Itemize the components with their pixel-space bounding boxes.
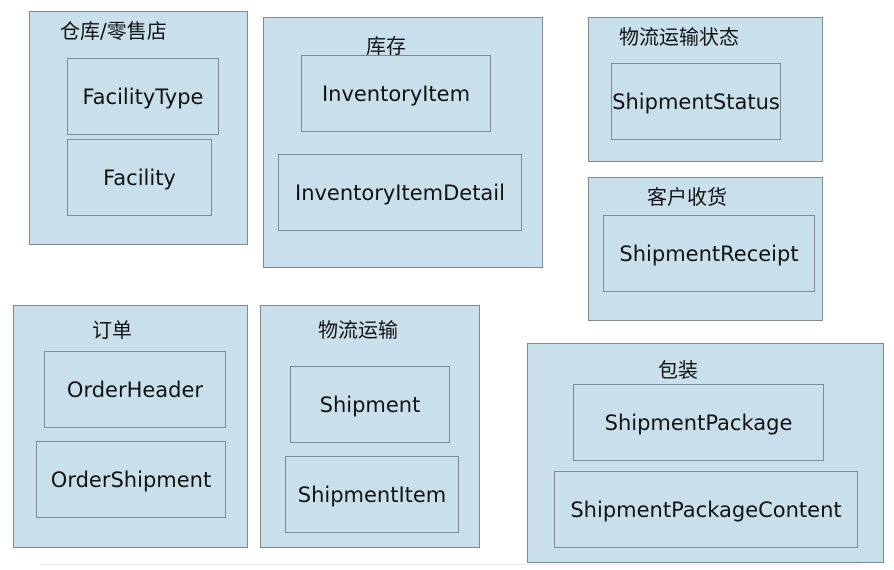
group-inventory: 库存 InventoryItem InventoryItemDetail bbox=[263, 17, 543, 268]
entity-order-header: OrderHeader bbox=[44, 351, 226, 428]
group-title-shipment-status: 物流运输状态 bbox=[619, 25, 739, 49]
entity-facility: Facility bbox=[67, 139, 212, 216]
group-customer-receipt: 客户收货 ShipmentReceipt bbox=[588, 177, 823, 321]
bottom-divider bbox=[40, 564, 860, 565]
group-title-package: 包装 bbox=[658, 358, 698, 382]
group-shipment: 物流运输 Shipment ShipmentItem bbox=[260, 305, 480, 548]
group-package: 包装 ShipmentPackage ShipmentPackageConten… bbox=[527, 343, 884, 563]
entity-shipment: Shipment bbox=[290, 366, 450, 443]
entity-shipment-receipt: ShipmentReceipt bbox=[603, 215, 815, 292]
group-title-inventory: 库存 bbox=[366, 34, 406, 58]
group-title-customer-receipt: 客户收货 bbox=[647, 185, 727, 209]
group-order: 订单 OrderHeader OrderShipment bbox=[13, 305, 248, 548]
entity-inventory-item: InventoryItem bbox=[301, 55, 491, 132]
group-title-shipment: 物流运输 bbox=[318, 318, 398, 342]
entity-inventory-item-detail: InventoryItemDetail bbox=[278, 154, 522, 231]
group-title-warehouse: 仓库/零售店 bbox=[60, 19, 167, 43]
entity-order-shipment: OrderShipment bbox=[36, 441, 226, 518]
entity-shipment-package: ShipmentPackage bbox=[573, 384, 824, 461]
group-title-order: 订单 bbox=[92, 318, 132, 342]
entity-facility-type: FacilityType bbox=[67, 58, 219, 135]
entity-shipment-package-content: ShipmentPackageContent bbox=[554, 471, 858, 548]
group-warehouse: 仓库/零售店 FacilityType Facility bbox=[29, 11, 248, 245]
entity-shipment-item: ShipmentItem bbox=[285, 456, 459, 533]
group-shipment-status: 物流运输状态 ShipmentStatus bbox=[588, 17, 823, 162]
entity-shipment-status: ShipmentStatus bbox=[611, 63, 781, 140]
